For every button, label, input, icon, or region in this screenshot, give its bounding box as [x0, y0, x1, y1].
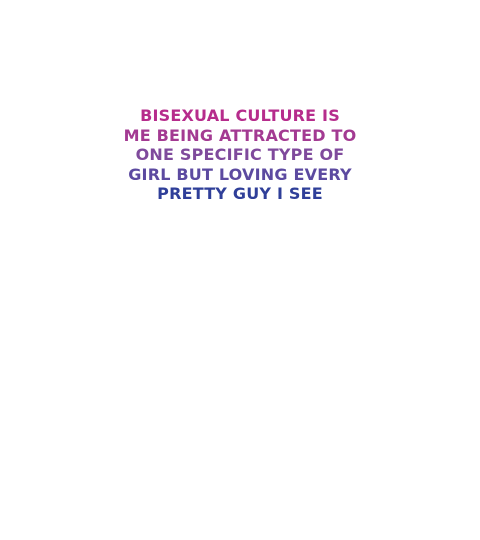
quote-text-block: BISEXUAL CULTURE IS ME BEING ATTRACTED T…	[110, 106, 370, 204]
quote-line-2: ME BEING ATTRACTED TO	[123, 125, 357, 145]
quote-line-3: ONE SPECIFIC TYPE OF	[135, 145, 345, 165]
quote-line-5: PRETTY GUY I SEE	[157, 184, 323, 204]
quote-line-1: BISEXUAL CULTURE IS	[140, 106, 340, 125]
quote-line-4: GIRL BUT LOVING EVERY	[128, 164, 352, 184]
